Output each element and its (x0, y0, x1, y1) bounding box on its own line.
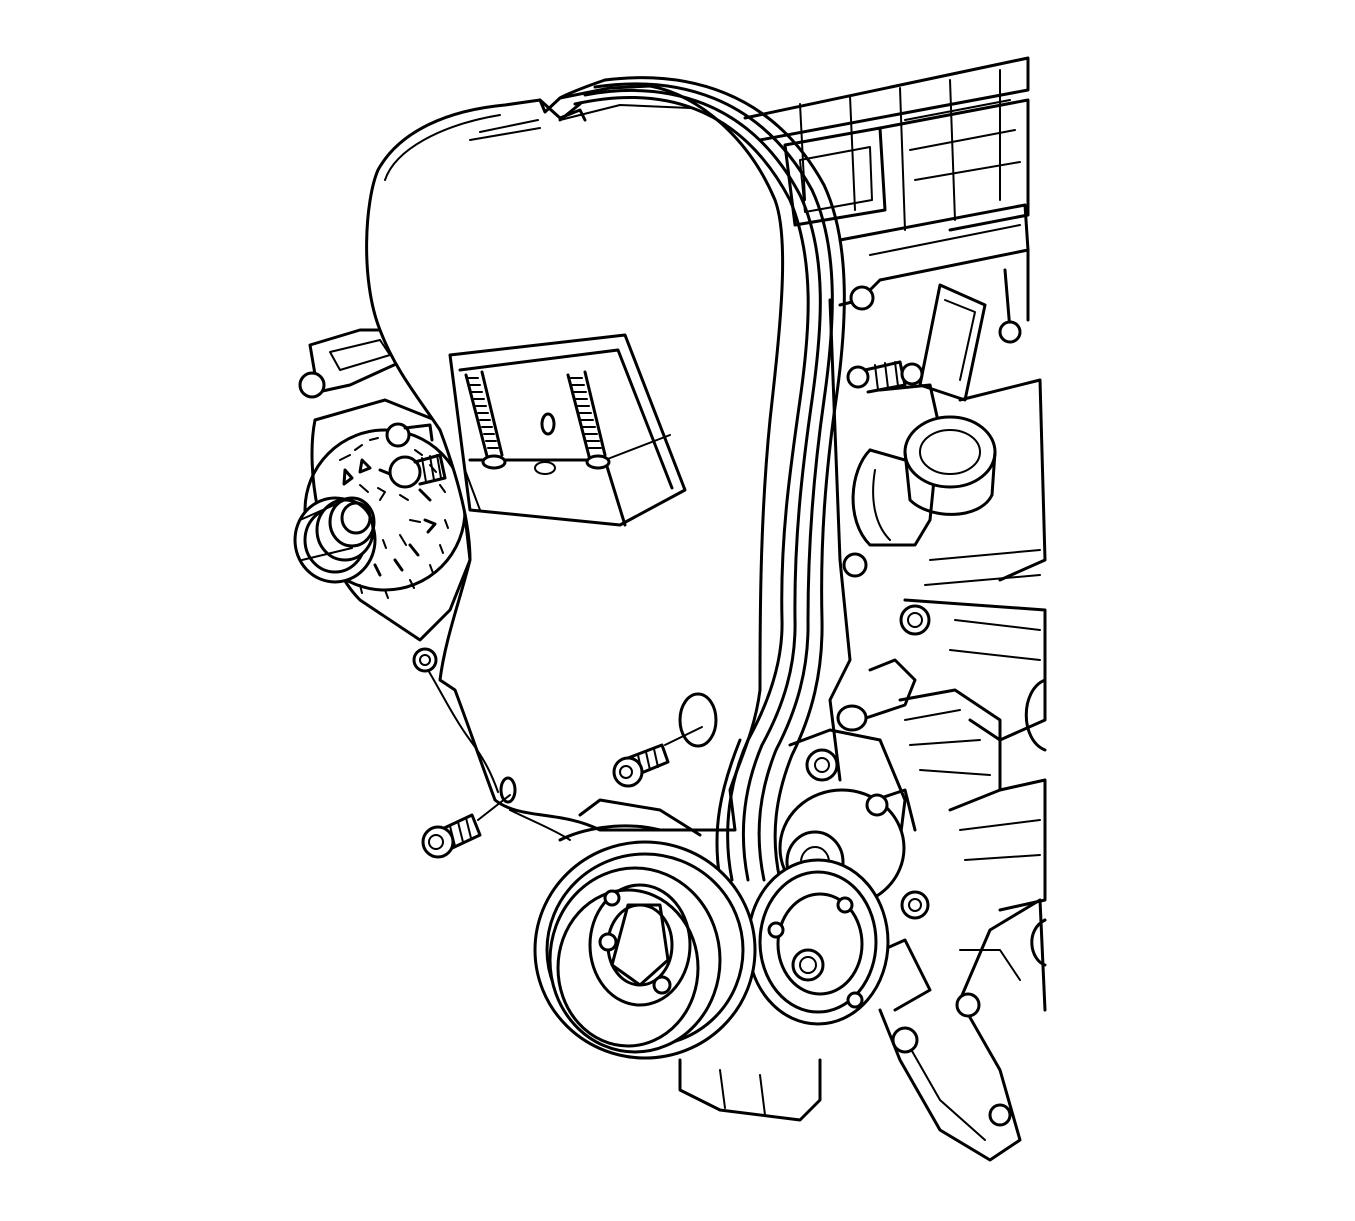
timing-cover-bolt-upper (612, 692, 718, 788)
timing-cover-bolt-lower (421, 776, 517, 859)
mount-stud-right (566, 370, 611, 470)
engine-mount-bracket (878, 898, 1047, 1162)
upper-right-bolts (842, 285, 1022, 636)
oil-filler-cap (851, 415, 997, 547)
water-pump-pulley (746, 858, 890, 1026)
alternator (293, 328, 472, 673)
timing-belt (558, 76, 846, 882)
mount-stud-left (464, 370, 507, 470)
engine-block (828, 283, 1047, 912)
leader-line (427, 669, 571, 841)
crankshaft-pulley (533, 798, 822, 1122)
upper-mount-bracket (448, 333, 687, 527)
cylinder-head (743, 56, 1030, 332)
